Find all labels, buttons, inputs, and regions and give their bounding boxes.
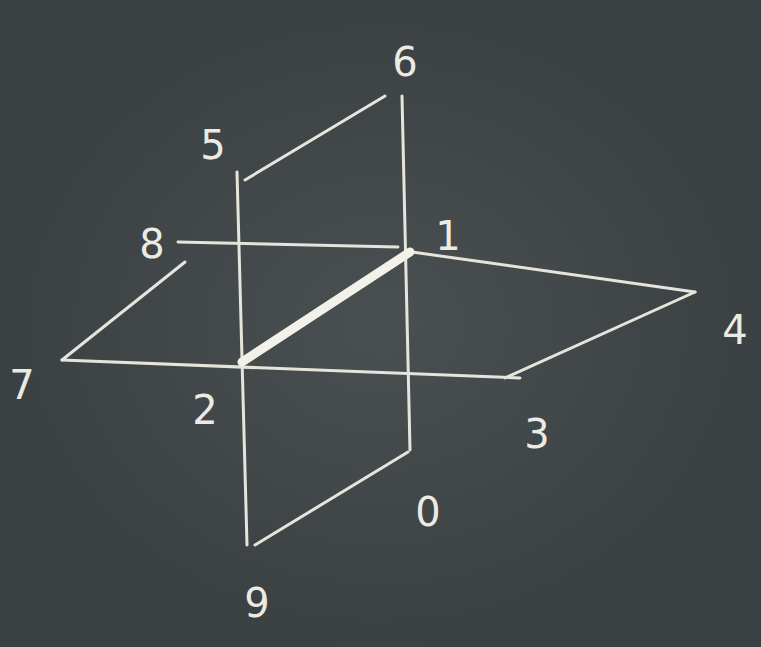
corner-label: 9 <box>244 583 269 623</box>
vertical-plane-edge <box>255 452 408 545</box>
horizontal-plane-edge <box>412 252 695 292</box>
corner-label: 2 <box>192 390 217 430</box>
corner-label: 8 <box>139 224 164 264</box>
corner-label: 5 <box>200 125 225 165</box>
corner-label: 3 <box>524 414 549 454</box>
corner-label: 6 <box>392 42 417 82</box>
corner-label: 1 <box>435 216 460 256</box>
corner-label: 7 <box>9 365 34 405</box>
plane-lines <box>62 96 695 545</box>
vertical-plane-edge <box>402 96 410 450</box>
intersection-line <box>242 252 410 362</box>
horizontal-plane-edge <box>505 292 695 378</box>
corner-label: 0 <box>415 492 440 532</box>
horizontal-plane-edge <box>178 242 398 247</box>
vertical-plane-edge <box>245 96 385 180</box>
horizontal-plane-edge <box>62 360 520 378</box>
corner-label: 4 <box>722 310 747 350</box>
horizontal-plane-edge <box>62 262 185 360</box>
